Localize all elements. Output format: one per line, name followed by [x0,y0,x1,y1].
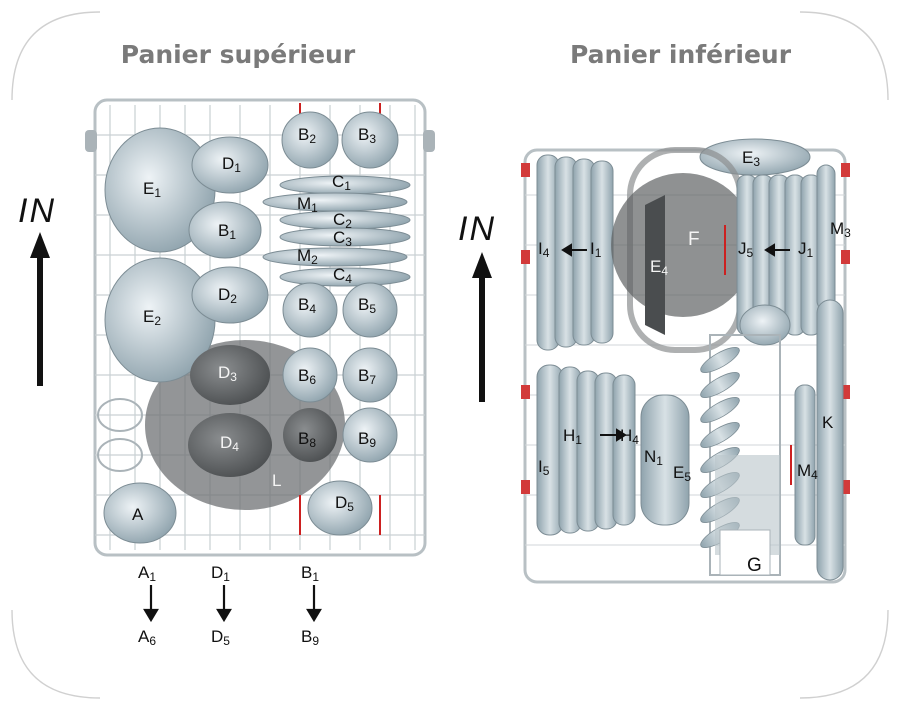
label-m4: M4 [797,461,818,482]
label-b4: B4 [298,295,317,316]
label-m1: M1 [297,194,318,215]
in-arrow-upper [30,232,50,386]
lower-basket-illustration [521,138,850,584]
label-l: L [272,471,282,490]
label-g: G [747,555,762,576]
label-b1: B1 [218,221,237,242]
label-n1: N1 [644,447,663,468]
label-i5: I5 [538,457,550,478]
in-label-upper: IN [18,192,56,230]
label-c4: C4 [333,265,352,286]
label-j5: J5 [738,239,754,260]
label-e1: E1 [143,179,162,200]
label-e4: E4 [650,257,669,278]
label-b2: B2 [298,125,317,146]
legend-a-to: A6 [138,627,157,648]
in-label-lower: IN [458,210,496,248]
label-d2: D2 [218,285,237,306]
label-i1: I1 [590,239,602,260]
upper-basket-illustration [85,98,435,557]
label-m3: M3 [830,219,851,240]
label-b3: B3 [358,125,377,146]
label-e3: E3 [742,148,761,169]
label-d1: D1 [222,154,241,175]
label-k: K [822,413,834,432]
label-e5: E5 [673,463,692,484]
label-b5: B5 [358,295,377,316]
legend-arrows [143,585,322,623]
label-h1: H1 [563,426,582,447]
in-arrow-lower [472,252,492,402]
label-h4: H4 [620,426,639,447]
label-c1: C1 [332,172,351,193]
legend-b-from: B1 [301,563,320,584]
label-d5: D5 [335,493,354,514]
label-b7: B7 [358,366,377,387]
label-m2: M2 [297,246,318,267]
label-a: A [132,505,144,524]
label-c2: C2 [333,210,352,231]
legend-d-from: D1 [211,563,230,584]
title-upper-basket: Panier supérieur [120,40,356,69]
legend-b-to: B9 [301,627,320,648]
label-c3: C3 [333,228,352,249]
title-lower-basket: Panier inférieur [570,40,792,69]
label-b6: B6 [298,366,317,387]
label-b8: B8 [298,429,317,450]
label-b9: B9 [358,429,377,450]
label-e2: E2 [143,307,162,328]
label-i4: I4 [538,239,550,260]
label-f: F [688,229,700,250]
label-d3: D3 [218,363,237,384]
legend-d-to: D5 [211,627,230,648]
label-d4: D4 [220,433,239,454]
label-j1: J1 [798,239,814,260]
legend-a-from: A1 [138,563,157,584]
